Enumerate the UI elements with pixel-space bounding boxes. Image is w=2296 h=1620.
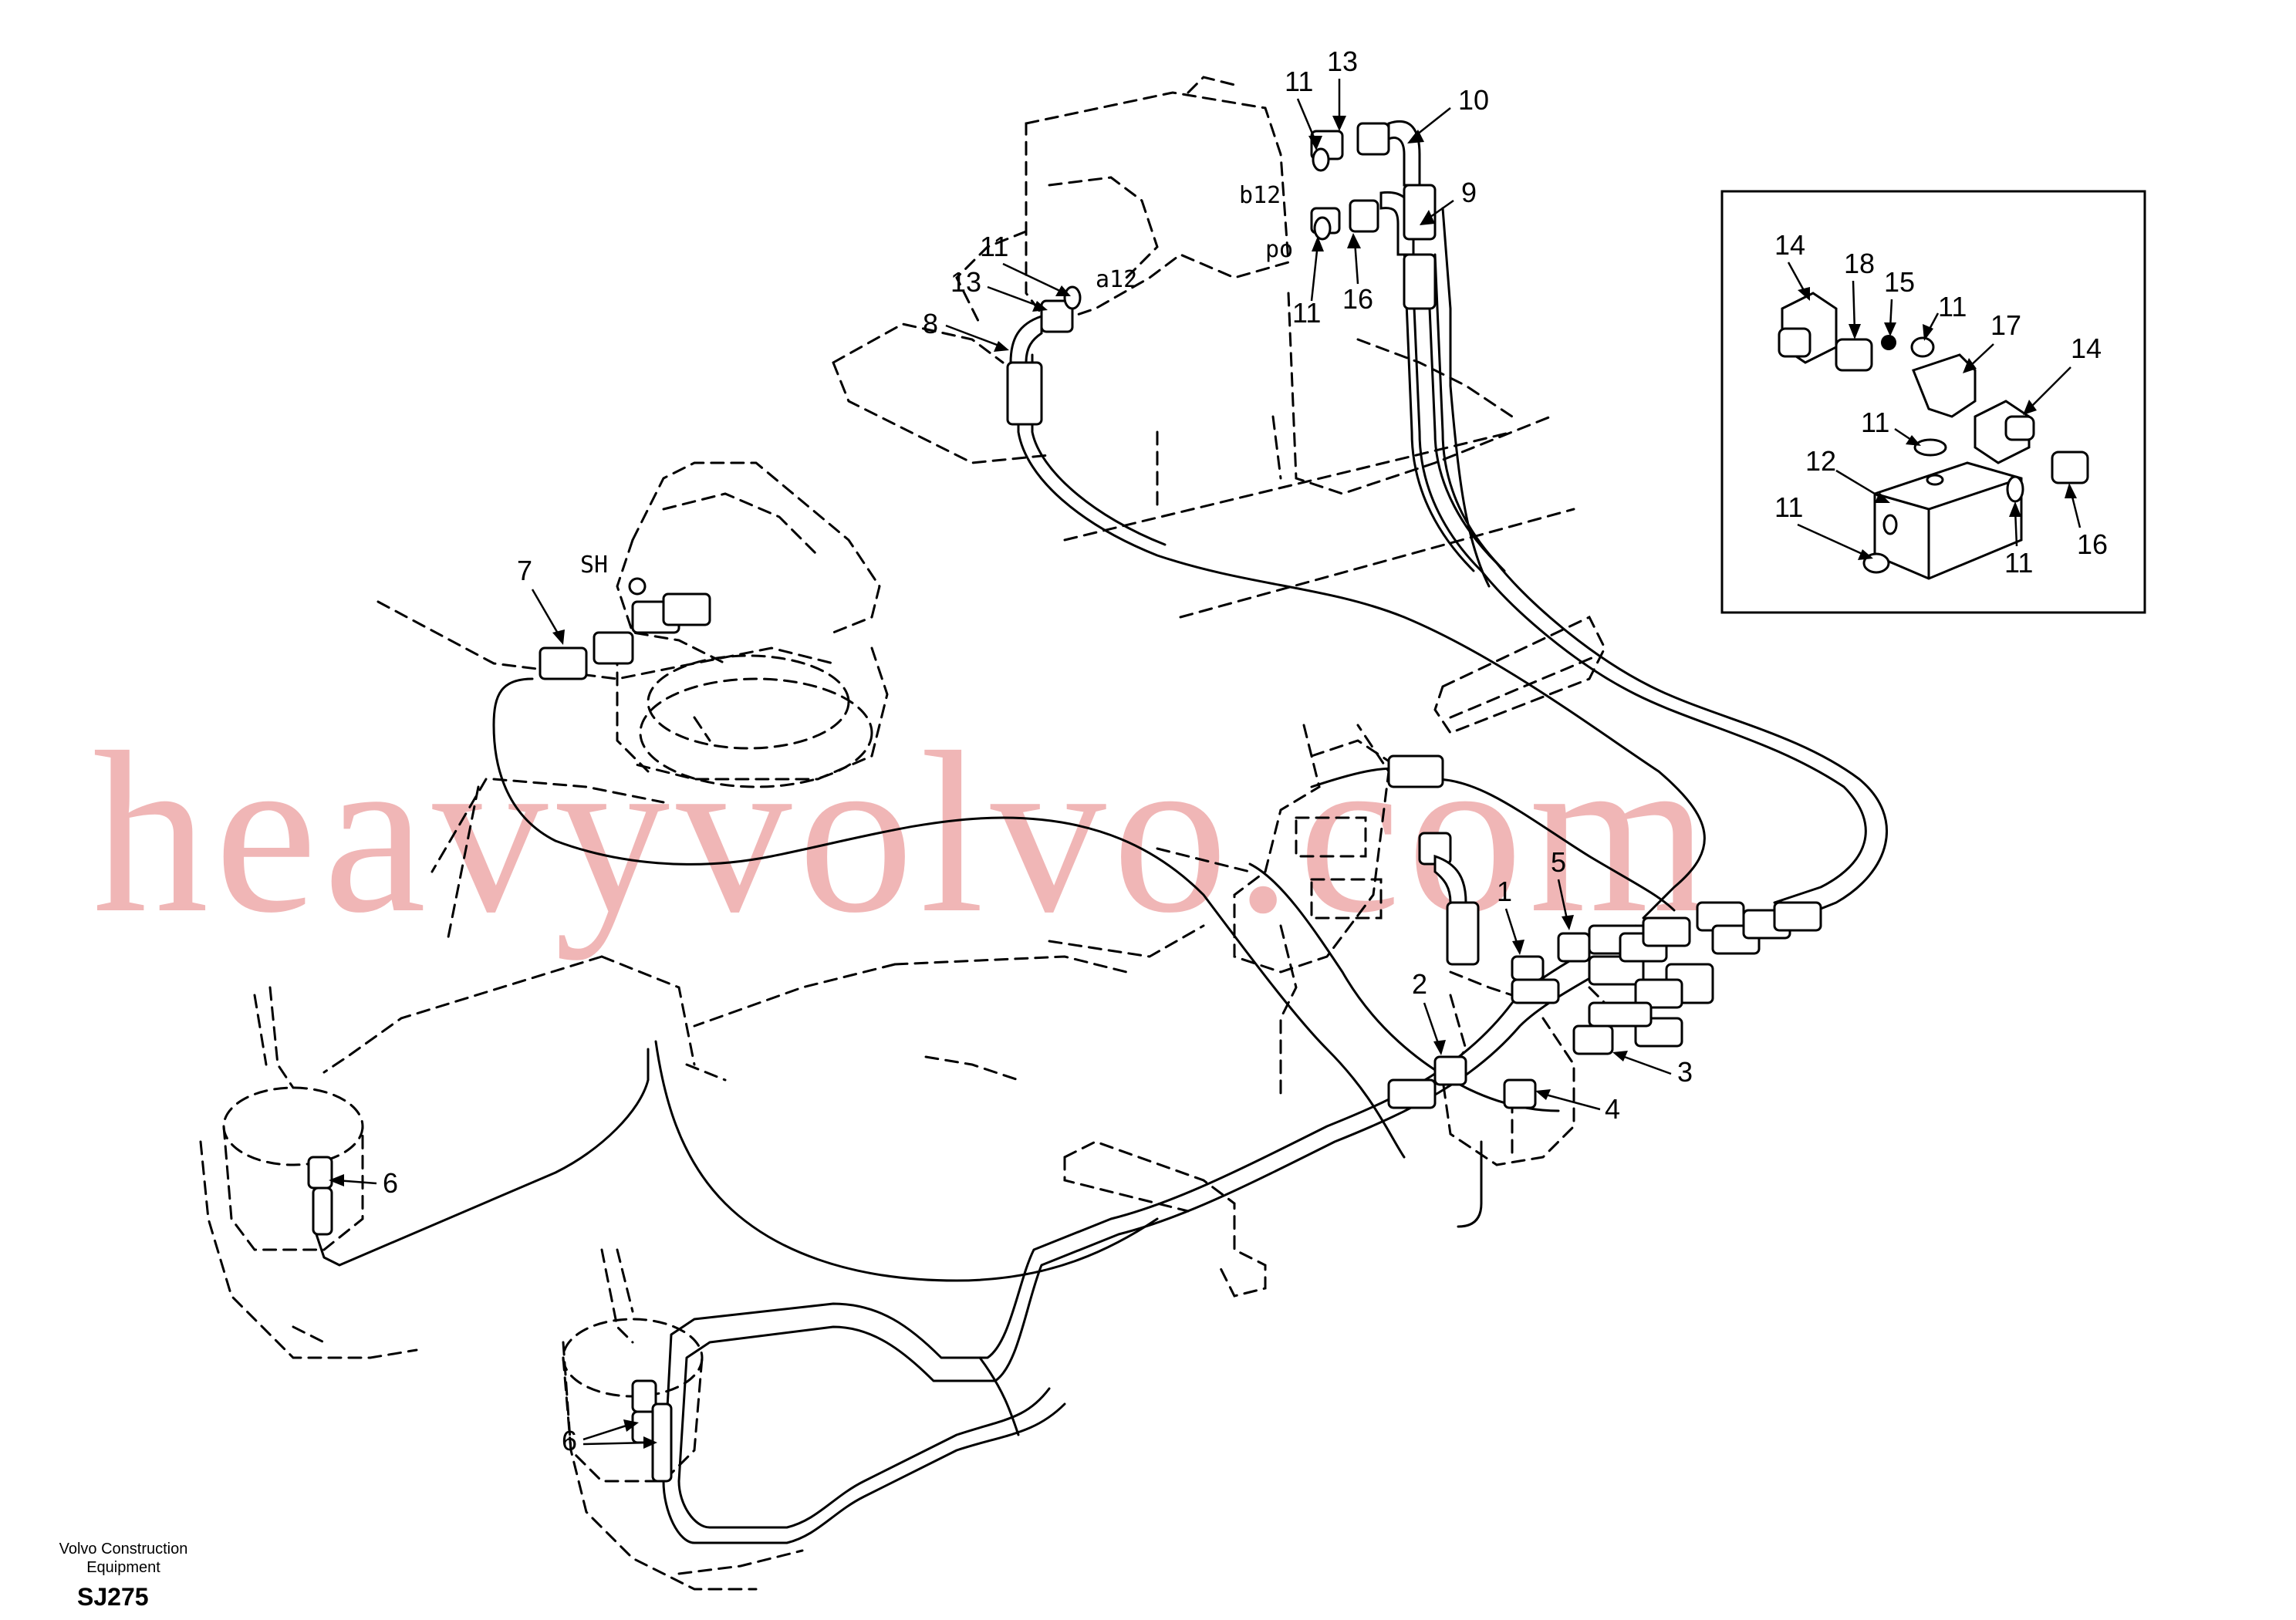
callout-6-left: 6	[383, 1167, 398, 1199]
inset-callout-18: 18	[1844, 248, 1875, 279]
inset-callout-15: 15	[1884, 266, 1915, 298]
hose-runs	[315, 207, 1888, 1544]
detail-inset	[1720, 190, 2146, 614]
callout-11-left: 11	[980, 231, 1008, 262]
callout-7: 7	[517, 555, 532, 586]
callout-2: 2	[1412, 968, 1427, 1000]
callout-3: 3	[1677, 1056, 1693, 1088]
port-label-a12: a12	[1096, 266, 1137, 293]
inset-callout-14a: 14	[1774, 229, 1805, 261]
inset-callout-11c: 11	[1774, 491, 1803, 523]
callout-10: 10	[1458, 84, 1489, 116]
inset-callout-17: 17	[1990, 309, 2021, 341]
port-label-b12: b12	[1239, 182, 1281, 209]
fittings	[307, 120, 1822, 1483]
inset-elbow-17	[1912, 353, 1977, 418]
inset-callout-14b: 14	[2071, 332, 2102, 364]
pipe-clamp-outline	[1433, 616, 1606, 734]
o-ring-top	[1312, 147, 1330, 172]
inset-callout-11b: 11	[1861, 407, 1889, 438]
control-valve-outline	[832, 76, 1552, 511]
lower-clamp-outline	[1063, 1140, 1267, 1298]
callout-5: 5	[1551, 846, 1566, 878]
callout-13-top: 13	[1327, 46, 1358, 77]
inset-seal-15	[1881, 335, 1896, 350]
callout-8: 8	[923, 308, 938, 339]
manufacturer-label: Volvo Construction Equipment	[59, 1541, 188, 1576]
swing-motor-outline	[616, 461, 889, 788]
inset-callout-11d: 11	[2004, 547, 2033, 579]
port-label-po: po	[1265, 236, 1293, 263]
callout-16: 16	[1342, 283, 1373, 315]
inset-fitting-18	[1835, 338, 1873, 372]
callout-11-mid: 11	[1292, 297, 1321, 329]
inset-fitting-16	[2051, 451, 2089, 484]
callout-4: 4	[1605, 1093, 1620, 1125]
callout-1: 1	[1497, 876, 1512, 907]
inset-callout-11a: 11	[1938, 291, 1967, 322]
callout-6-right: 6	[562, 1425, 577, 1456]
drawing-code: SJ275	[77, 1583, 149, 1611]
left-joystick-outline	[199, 986, 418, 1359]
callout-9: 9	[1461, 177, 1477, 208]
upper-frame-outline	[322, 430, 1575, 1082]
callout-11-top: 11	[1285, 66, 1313, 97]
inset-callout-16: 16	[2077, 528, 2108, 560]
inset-callout-12: 12	[1805, 445, 1836, 477]
port-label-sh: SH	[580, 552, 608, 579]
callout-13-left: 13	[950, 266, 981, 298]
